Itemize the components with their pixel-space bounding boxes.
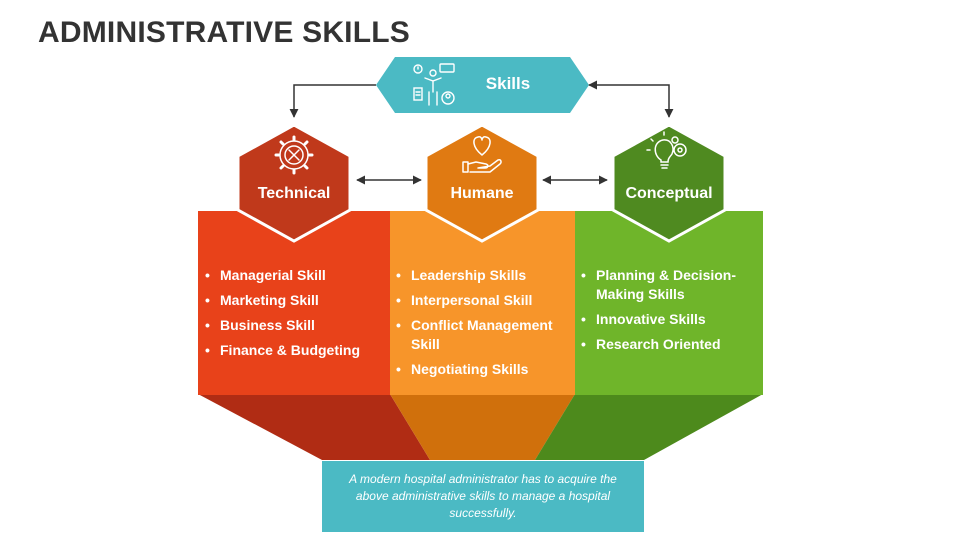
humane-hexagon	[424, 123, 540, 243]
gear-wrench-icon	[274, 135, 314, 175]
technical-hexagon	[236, 123, 352, 243]
technical-skill-list: Managerial Skill Marketing Skill Busines…	[205, 266, 383, 366]
arrow-skills-conceptual	[588, 80, 674, 118]
list-item: Finance & Budgeting	[205, 341, 383, 360]
technical-funnel	[198, 394, 430, 460]
list-item: Planning & Decision-Making Skills	[581, 266, 751, 304]
summary-note: A modern hospital administrator has to a…	[322, 461, 644, 532]
heart-hand-icon	[462, 136, 502, 173]
list-item: Conflict Management Skill	[396, 316, 568, 354]
conceptual-skill-list: Planning & Decision-Making Skills Innova…	[581, 266, 751, 360]
lightbulb-gears-icon	[646, 131, 687, 169]
humane-funnel	[390, 394, 575, 460]
humane-label: Humane	[450, 185, 514, 202]
list-item: Leadership Skills	[396, 266, 568, 285]
skills-label: Skills	[485, 74, 531, 93]
list-item: Negotiating Skills	[396, 360, 568, 379]
conceptual-hexagon	[611, 123, 727, 243]
arrow-skills-technical	[289, 84, 376, 118]
technical-label: Technical	[257, 185, 331, 202]
conceptual-funnel	[535, 394, 763, 460]
list-item: Marketing Skill	[205, 291, 383, 310]
page-title: ADMINISTRATIVE SKILLS	[38, 16, 410, 49]
list-item: Managerial Skill	[205, 266, 383, 285]
conceptual-label: Conceptual	[625, 185, 713, 202]
list-item: Interpersonal Skill	[396, 291, 568, 310]
humane-skill-list: Leadership Skills Interpersonal Skill Co…	[396, 266, 568, 385]
list-item: Research Oriented	[581, 335, 751, 354]
list-item: Business Skill	[205, 316, 383, 335]
list-item: Innovative Skills	[581, 310, 751, 329]
skills-people-icon	[413, 63, 455, 106]
